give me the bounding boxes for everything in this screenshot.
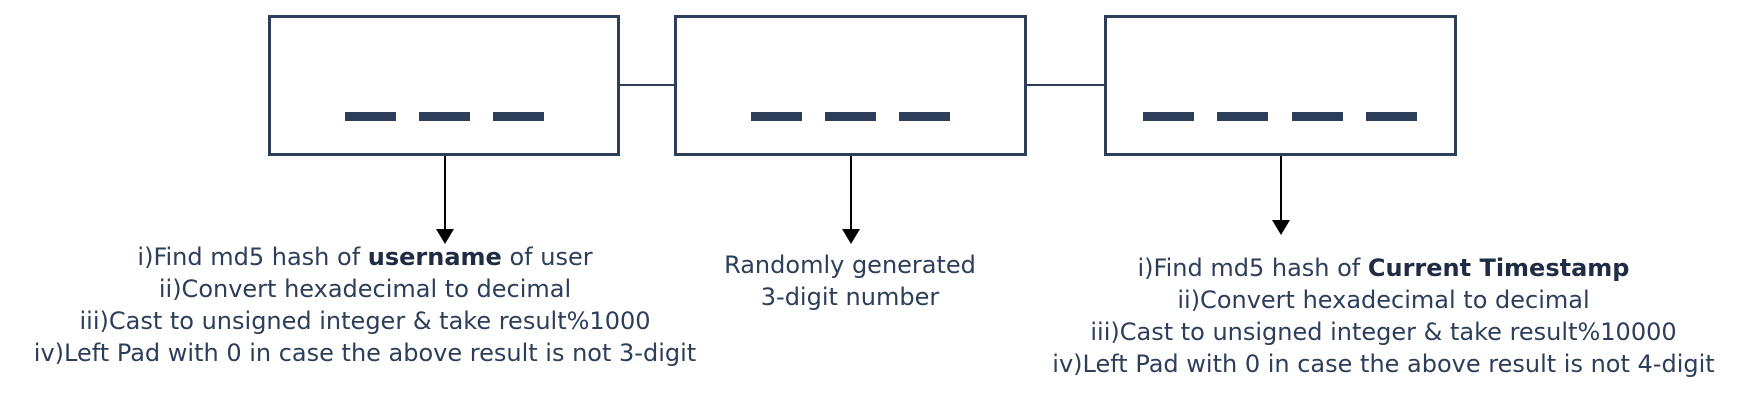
caption-line: ii)Convert hexadecimal to decimal [158, 275, 572, 303]
caption-line: iii)Cast to unsigned integer & take resu… [79, 307, 651, 335]
digit-slot [1292, 112, 1343, 121]
caption-line: ii)Convert hexadecimal to decimal [1177, 286, 1590, 314]
arrow-line [444, 156, 446, 230]
digit-slot [1366, 112, 1417, 121]
username-segment-caption: i)Find md5 hash of username of user ii)C… [0, 241, 730, 369]
connector-line [1027, 84, 1104, 86]
arrow-line [1280, 156, 1282, 221]
caption-line: Randomly generated [724, 251, 976, 279]
arrow-head-icon [1272, 220, 1290, 235]
random-number-segment-box [674, 15, 1027, 156]
arrow-head-icon [842, 229, 860, 244]
connector-line [620, 84, 674, 86]
digit-slot [419, 112, 470, 121]
timestamp-hash-segment-box [1104, 15, 1457, 156]
digit-slot [751, 112, 802, 121]
caption-line: 3-digit number [760, 283, 940, 311]
caption-line: iv)Left Pad with 0 in case the above res… [33, 339, 697, 367]
caption-text: of user [501, 243, 593, 271]
digit-slot [825, 112, 876, 121]
caption-text: i)Find md5 hash of [1137, 254, 1368, 282]
arrow-line [850, 156, 852, 230]
digit-slot [345, 112, 396, 121]
digit-slot [493, 112, 544, 121]
random-segment-caption: Randomly generated 3-digit number [700, 249, 1000, 313]
caption-line: iii)Cast to unsigned integer & take resu… [1090, 318, 1677, 346]
caption-text: i)Find md5 hash of [137, 243, 368, 271]
caption-emphasis: Current Timestamp [1367, 254, 1630, 282]
digit-slot [899, 112, 950, 121]
caption-line: iv)Left Pad with 0 in case the above res… [1052, 350, 1715, 378]
caption-emphasis: username [367, 243, 502, 271]
arrow-head-icon [436, 229, 454, 244]
caption-line: i)Find md5 hash of username of user [0, 241, 730, 273]
digit-slot [1143, 112, 1194, 121]
digit-slot [1217, 112, 1268, 121]
username-hash-segment-box [268, 15, 620, 156]
caption-line: i)Find md5 hash of Current Timestamp [1025, 252, 1742, 284]
timestamp-segment-caption: i)Find md5 hash of Current Timestamp ii)… [1025, 252, 1742, 380]
